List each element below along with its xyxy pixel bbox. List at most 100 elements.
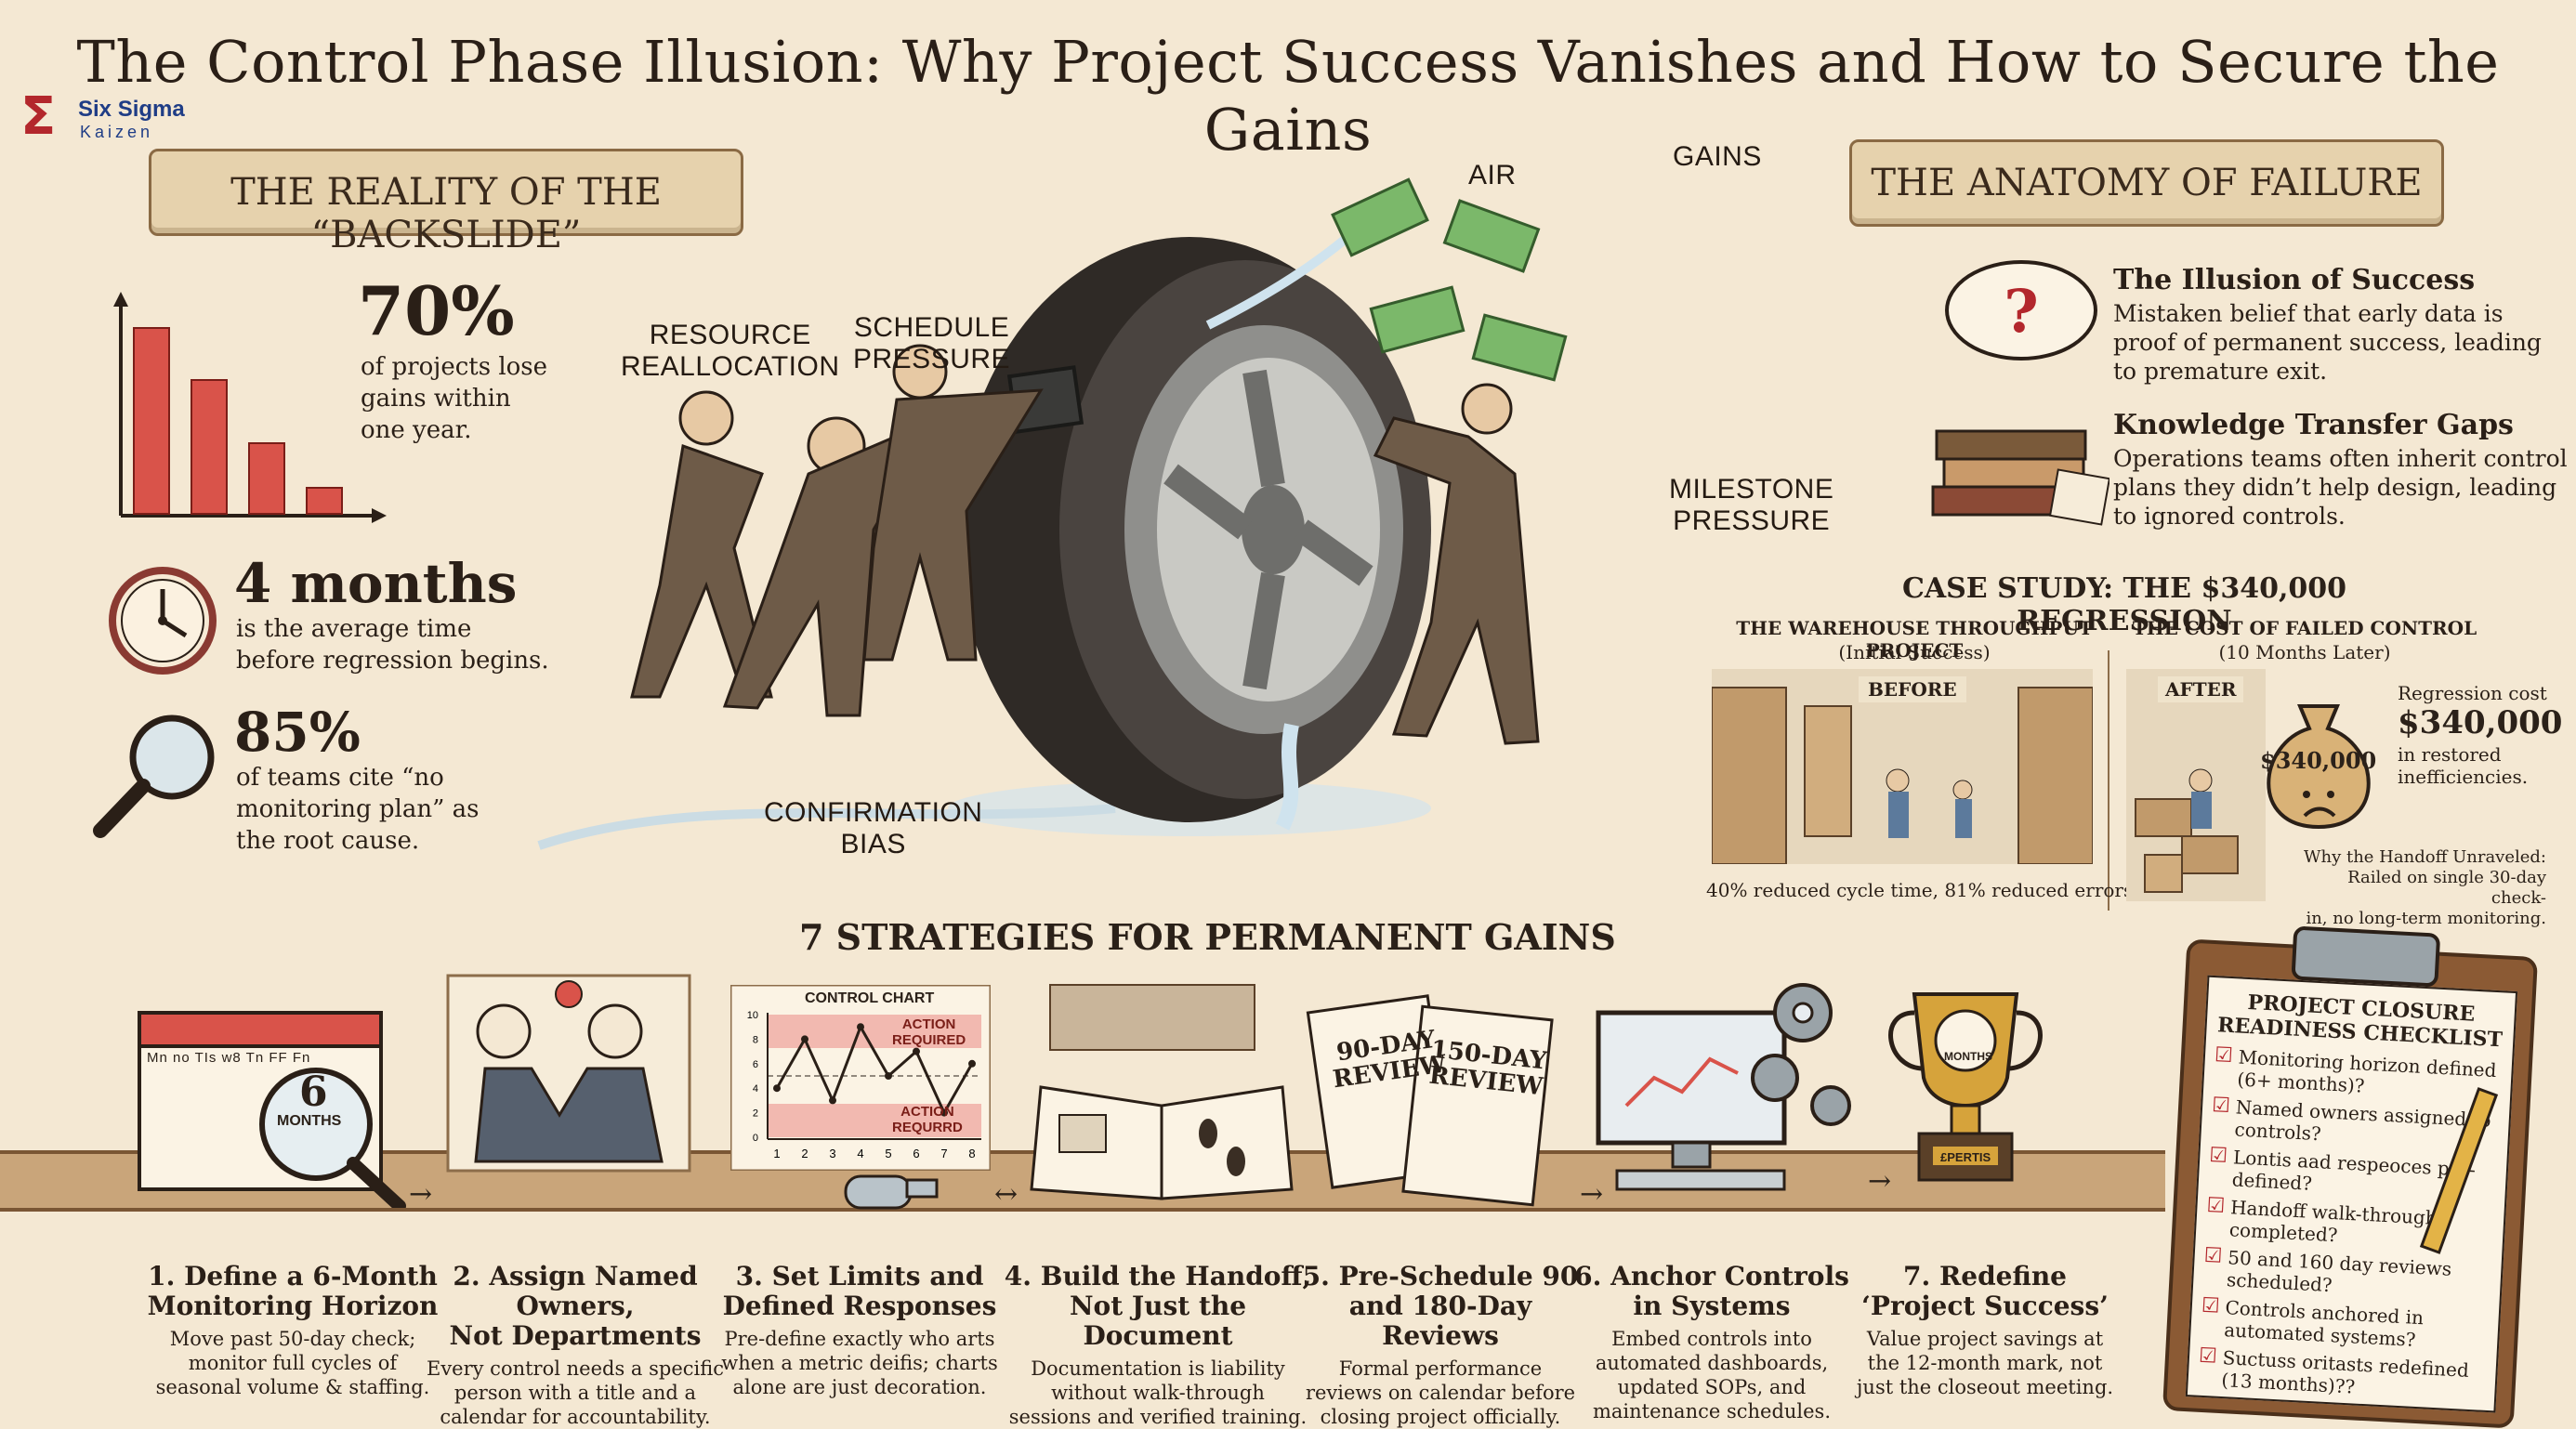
stat-70-desc: of projects lose gains within one year. (361, 351, 547, 446)
label-milestone-pressure: MILESTONE PRESSURE (1669, 474, 1833, 537)
action-bottom-line2: REQURRD (892, 1120, 963, 1135)
label-confirmation-line1: CONFIRMATION (764, 797, 983, 828)
case-left-sub: (Initial Success) (1838, 641, 1991, 663)
illusion-line3: to premature exit. (2113, 358, 2328, 385)
control-chart-y-tick: 6 (753, 1059, 758, 1070)
illusion-desc: Mistaken belief that early data is proof… (2113, 299, 2542, 386)
control-chart-x-tick: 5 (885, 1147, 891, 1160)
calendar-big-number: 6 (299, 1068, 328, 1116)
label-air: AIR (1468, 160, 1517, 190)
label-schedule-line1: SCHEDULE (853, 312, 1010, 343)
svg-text:?: ? (2004, 277, 2039, 347)
strategy-4-title: 4. Build the Handoff,Not Just the Docume… (1004, 1261, 1312, 1351)
whistle-icon (844, 1174, 939, 1210)
bar (306, 487, 343, 515)
anatomy-banner: THE ANATOMY OF FAILURE (1849, 139, 2444, 227)
control-chart-point (940, 1108, 948, 1117)
anatomy-banner-text: THE ANATOMY OF FAILURE (1871, 162, 2423, 204)
clock-icon (1934, 1009, 1997, 1072)
question-cloud-icon: ? (1945, 260, 2097, 361)
control-chart-point (857, 1023, 864, 1031)
strategy-4: 4. Build the Handoff,Not Just the Docume… (1000, 1262, 1316, 1429)
regression-cost-value: $340,000 (2398, 704, 2563, 741)
stat-85-line2: monitoring plan” as (236, 795, 480, 823)
checkbox-checked-icon: ☑ (2214, 1043, 2234, 1068)
control-chart-x-tick: 3 (829, 1147, 835, 1160)
case-divider (2108, 650, 2109, 911)
stat-70-value: 70% (358, 271, 515, 350)
calendar-icon (138, 1011, 406, 1208)
checkbox-checked-icon: ☑ (2205, 1193, 2226, 1218)
pencil-icon (2419, 1087, 2499, 1254)
label-milestone-line1: MILESTONE (1669, 474, 1834, 505)
control-chart-action-bottom: ACTION REQURRD (892, 1104, 963, 1135)
calendar-months: MONTHS (277, 1113, 342, 1129)
stat-70-line3: one year. (361, 416, 472, 444)
label-gains: GAINS (1673, 141, 1762, 172)
handoff-why-line2: Railed on single 30-day check- (2347, 868, 2546, 908)
stat-70-line1: of projects lose (361, 353, 548, 381)
trophy-plate: £PERTIS (1940, 1150, 1991, 1164)
label-resource-line1: RESOURCE (649, 320, 811, 350)
magnifier-icon (93, 714, 215, 838)
money-bag-icon (2267, 704, 2371, 830)
checklist-item: ☑Suctuss oritasts redefined(13 months)?? (2197, 1344, 2487, 1405)
bar-chart-icon (113, 292, 387, 523)
regression-cost-label: Regression cost (2398, 682, 2547, 704)
stat-85-value: 85% (234, 701, 361, 764)
control-chart-y-tick: 4 (753, 1083, 758, 1095)
action-bottom-line1: ACTION (900, 1104, 954, 1120)
tire-illustration (537, 177, 1568, 850)
money-bills (1331, 177, 1568, 382)
control-chart-y-tick: 2 (753, 1108, 758, 1120)
case-right-head: THE COST OF FAILED CONTROL (2132, 617, 2477, 639)
control-chart-x-tick: 6 (913, 1147, 919, 1160)
knowledge-line1: Operations teams often inherit control (2113, 445, 2568, 472)
label-resource-reallocation: RESOURCE REALLOCATION (621, 320, 840, 383)
control-chart-point (773, 1084, 781, 1093)
label-milestone-line2: PRESSURE (1673, 505, 1831, 536)
calendar-days: Mn no TIs w8 Tn FF Fn (147, 1050, 311, 1066)
regression-cost-desc: in restored inefficiencies. (2398, 743, 2528, 788)
action-top-line1: ACTION (901, 1016, 956, 1032)
control-chart-y-tick: 8 (753, 1034, 758, 1045)
checkbox-checked-icon: ☑ (2198, 1344, 2218, 1369)
case-left-result: 40% reduced cycle time, 81% reduced erro… (1706, 879, 2134, 901)
bar (191, 379, 228, 515)
warehouse-after-image (2126, 669, 2266, 901)
knowledge-line2: plans they didn’t help design, leading (2113, 474, 2557, 501)
trophy-icon (1888, 992, 2043, 1182)
stat-85-line3: the root cause. (236, 827, 420, 855)
control-chart-y-tick: 0 (753, 1133, 758, 1144)
label-confirmation-line2: BIAS (840, 829, 906, 859)
strategy-2: 2. Assign Named Owners,Not Departments E… (413, 1262, 738, 1429)
knowledge-desc: Operations teams often inherit control p… (2113, 444, 2568, 531)
review-150: 150-DAY REVIEW (1426, 1036, 1547, 1102)
label-schedule-pressure: SCHEDULE PRESSURE (853, 312, 1010, 375)
stat-4months-line2: before regression begins. (236, 647, 549, 675)
case-left-head: THE WAREHOUSE THROUGHPUT PROJECT (1736, 617, 2093, 662)
control-chart-x-tick: 1 (773, 1147, 780, 1160)
handoff-book-icon (1030, 984, 1294, 1200)
monitor-gears-icon (1596, 983, 1851, 1191)
logo: Σ Six Sigma Kaizen (20, 91, 197, 147)
label-schedule-line2: PRESSURE (853, 344, 1011, 374)
handoff-why: Why the Handoff Unraveled: Railed on sin… (2295, 847, 2546, 929)
label-resource-line2: REALLOCATION (621, 351, 840, 382)
clock-icon (109, 567, 217, 675)
control-chart-point (885, 1072, 892, 1080)
water-leak (1275, 723, 1299, 831)
control-chart-action-top: ACTION REQUIRED (892, 1016, 966, 1048)
